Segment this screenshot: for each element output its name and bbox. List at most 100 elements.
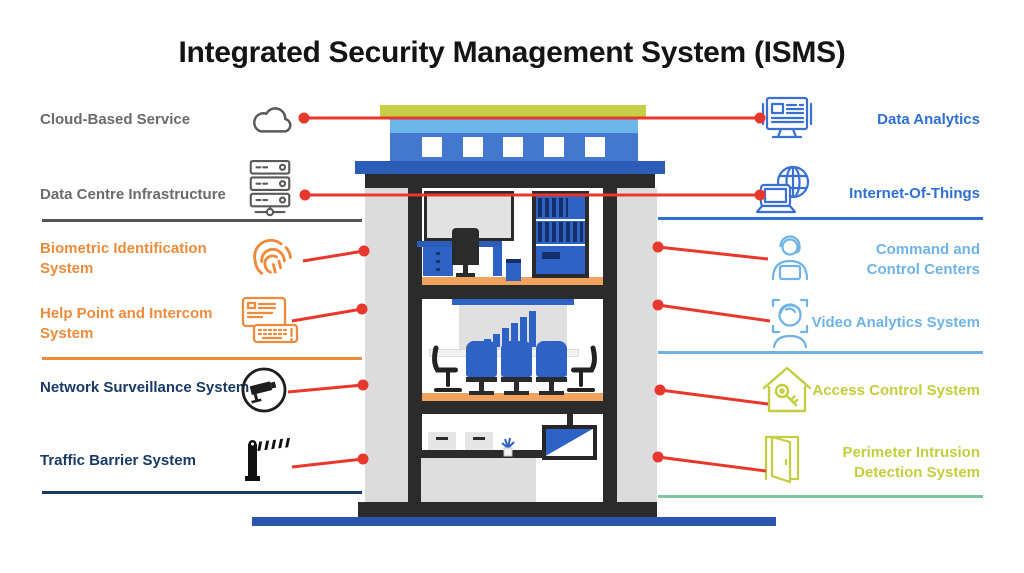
label-data-centre-infrastructure: Data Centre Infrastructure xyxy=(40,186,226,203)
presentation-board-rail xyxy=(452,299,574,305)
fingerprint-icon xyxy=(247,236,297,282)
building-window xyxy=(544,137,564,157)
connector-dot xyxy=(299,189,311,201)
building-window-band xyxy=(390,133,638,161)
chart-bar xyxy=(493,334,500,347)
label-network-surveillance: Network Surveillance System xyxy=(40,379,250,396)
chair-back xyxy=(536,341,567,377)
floor-2-slab xyxy=(408,401,617,414)
plant-icon xyxy=(500,437,516,457)
reception-counter-top xyxy=(416,450,546,458)
chair-back xyxy=(466,341,497,377)
office-chair-base xyxy=(456,273,475,277)
building-window xyxy=(463,137,483,157)
office-chair-back xyxy=(452,228,479,265)
chart-bar xyxy=(511,323,518,347)
drawer-knob xyxy=(436,268,440,271)
monitor-dash xyxy=(473,437,485,440)
connector-access xyxy=(659,388,769,406)
office-shelf xyxy=(532,191,589,278)
building-base xyxy=(358,502,657,518)
ground-line xyxy=(252,517,776,526)
label-biometric-identification: Biometric Identification System xyxy=(40,240,207,277)
divider-right-lightblue xyxy=(658,351,983,354)
building-window xyxy=(585,137,605,157)
floor-1-slab xyxy=(408,285,617,299)
divider-left-gray xyxy=(42,219,362,222)
reception-monitor xyxy=(428,432,456,461)
building-ceiling-slab xyxy=(365,174,655,188)
building-right-column xyxy=(603,188,617,502)
floor-2-surface xyxy=(422,393,603,401)
floor-1-surface xyxy=(422,277,603,285)
connector-dot xyxy=(298,112,310,124)
monitor-dash xyxy=(436,437,448,440)
meeting-chair-black-right xyxy=(567,344,601,396)
face-recognition-icon xyxy=(765,297,815,349)
operator-headset-icon xyxy=(765,234,815,286)
office-bin xyxy=(506,259,521,281)
cctv-camera-icon xyxy=(239,365,289,415)
cloud-icon xyxy=(250,100,296,138)
connector-barrier xyxy=(291,457,364,469)
page-title: Integrated Security Management System (I… xyxy=(178,36,846,69)
shelf-divider xyxy=(536,244,585,246)
label-data-analytics: Data Analytics xyxy=(877,111,980,128)
office-desk-leg xyxy=(493,247,502,276)
connector-perimeter xyxy=(657,455,767,473)
chair-base xyxy=(504,391,529,395)
shelf-slot xyxy=(542,252,560,259)
meeting-chair-blue xyxy=(466,341,497,395)
building-roof-lightblue xyxy=(390,119,638,133)
label-video-analytics: Video Analytics System xyxy=(811,314,980,331)
label-help-point-intercom: Help Point and Intercom System xyxy=(40,305,213,342)
chair-base xyxy=(469,391,494,395)
meeting-chair-black-left xyxy=(428,344,462,396)
wall-tv xyxy=(542,425,597,460)
meeting-chair-blue xyxy=(501,341,532,395)
connector-biometric xyxy=(302,249,365,263)
building-right-pilaster xyxy=(617,188,657,502)
shelf-binders-row xyxy=(538,198,568,217)
connector-video xyxy=(657,303,771,323)
reception-monitor xyxy=(465,432,493,461)
meeting-chair-blue xyxy=(536,341,567,395)
label-command-control: Command and Control Centers xyxy=(866,241,980,278)
connector-command xyxy=(657,245,769,261)
label-cloud-based-service: Cloud-Based Service xyxy=(40,111,191,128)
drawer-knob xyxy=(436,260,440,263)
label-internet-of-things: Internet-Of-Things xyxy=(849,185,980,202)
iot-globe-laptop-icon xyxy=(752,163,814,219)
chart-bar xyxy=(520,317,527,347)
reception-desk xyxy=(421,458,536,502)
shelf-divider xyxy=(536,219,585,221)
server-rack-icon xyxy=(244,158,296,218)
analytics-monitor-icon xyxy=(760,95,814,143)
building-window xyxy=(422,137,442,157)
divider-left-navy xyxy=(42,491,362,494)
chair-seat xyxy=(466,377,497,382)
chart-bar xyxy=(529,311,536,347)
chair-pedestal xyxy=(479,382,484,391)
chair-back xyxy=(501,341,532,377)
office-desk-drawers xyxy=(423,247,453,276)
connector-surveillance xyxy=(287,383,364,394)
divider-right-green xyxy=(658,495,983,498)
building-left-pilaster xyxy=(365,188,408,502)
traffic-barrier-icon xyxy=(241,436,293,484)
office-chair-pedestal xyxy=(463,265,468,276)
drawer-knob xyxy=(436,252,440,255)
building-left-column xyxy=(408,188,422,502)
label-access-control: Access Control System xyxy=(812,382,980,399)
shelf-binders-row xyxy=(538,222,583,242)
label-perimeter-intrusion: Perimeter Intrusion Detection System xyxy=(842,444,980,481)
chair-seat xyxy=(501,377,532,382)
divider-left-orange xyxy=(42,357,362,360)
intercom-icon xyxy=(240,295,300,347)
building-roof-olive xyxy=(380,105,646,119)
chart-bar xyxy=(502,328,509,347)
building-window xyxy=(503,137,523,157)
building-cornice xyxy=(355,161,665,174)
divider-right-blue xyxy=(658,217,983,220)
